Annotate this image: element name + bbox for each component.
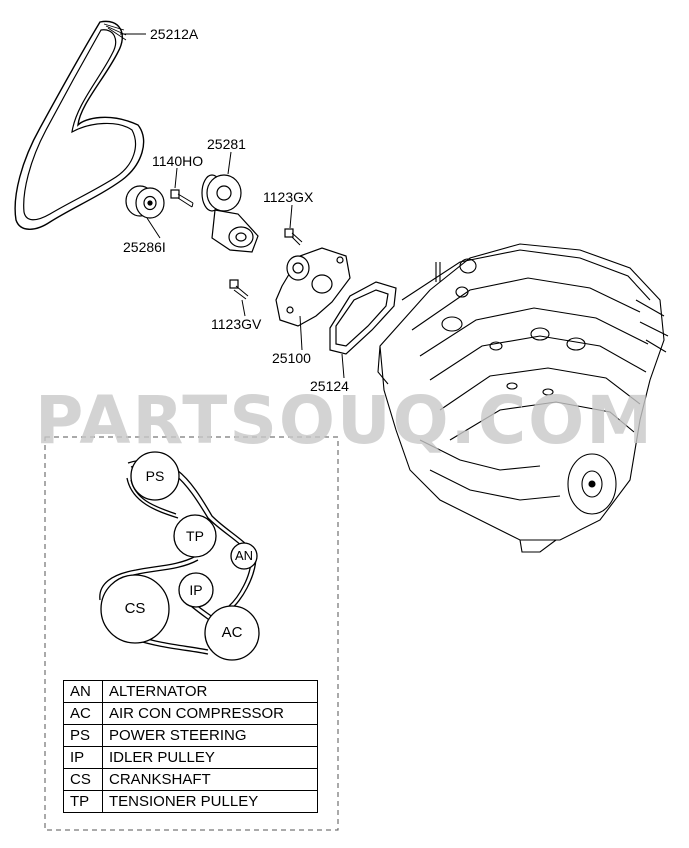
pulley-label-ps: PS (145, 468, 165, 484)
engine-block (377, 243, 669, 553)
part-label-bolt-gv: 1123GV (211, 316, 262, 332)
pulley-legend-table: AN ALTERNATOR AC AIR CON COMPRESSOR PS P… (63, 680, 318, 813)
pulley-an (230, 542, 258, 570)
pulley-label-ac: AC (221, 624, 243, 641)
pulley-ac (204, 605, 260, 661)
pulley-cs (100, 574, 170, 644)
legend-row: IP IDLER PULLEY (63, 746, 318, 769)
part-label-bolt-ho: 1140HO (152, 153, 204, 169)
tensioner-assembly (201, 151, 259, 253)
bolt-1140ho (170, 167, 194, 208)
part-label-idler: 25286I (123, 239, 166, 255)
legend-code: IP (63, 746, 103, 769)
part-label-gasket: 25124 (310, 378, 349, 394)
legend-code: AC (63, 702, 103, 725)
legend-name: TENSIONER PULLEY (102, 790, 318, 813)
legend-row: TP TENSIONER PULLEY (63, 790, 318, 813)
bolt-1123gv (229, 279, 249, 317)
belt-routing-frame (44, 436, 339, 831)
pulley-label-tp: TP (186, 528, 204, 544)
drive-belt (14, 20, 146, 230)
legend-name: IDLER PULLEY (102, 746, 318, 769)
pulley-label-ip: IP (189, 582, 203, 598)
legend-code: PS (63, 724, 103, 747)
legend-code: TP (63, 790, 103, 813)
legend-code: AN (63, 680, 103, 703)
legend-name: ALTERNATOR (102, 680, 318, 703)
pulley-ps (130, 451, 180, 501)
water-pump (275, 247, 351, 351)
legend-name: AIR CON COMPRESSOR (102, 702, 318, 725)
bolt-1123gx (284, 204, 303, 246)
legend-row: CS CRANKSHAFT (63, 768, 318, 791)
part-label-tensioner: 25281 (207, 136, 246, 152)
pulley-tp (173, 514, 217, 558)
idler-pulley (125, 185, 165, 239)
part-label-bolt-gx: 1123GX (263, 189, 314, 205)
legend-name: CRANKSHAFT (102, 768, 318, 791)
pulley-label-cs: CS (124, 600, 146, 617)
pulley-ip (178, 572, 214, 608)
legend-name: POWER STEERING (102, 724, 318, 747)
legend-code: CS (63, 768, 103, 791)
part-label-water-pump: 25100 (272, 350, 311, 366)
gasket (329, 281, 397, 379)
part-label-belt: 25212A (150, 26, 199, 42)
pulley-circles (100, 451, 260, 661)
legend-row: AN ALTERNATOR (63, 680, 318, 703)
pulley-label-an: AN (234, 548, 254, 563)
legend-row: PS POWER STEERING (63, 724, 318, 747)
legend-row: AC AIR CON COMPRESSOR (63, 702, 318, 725)
